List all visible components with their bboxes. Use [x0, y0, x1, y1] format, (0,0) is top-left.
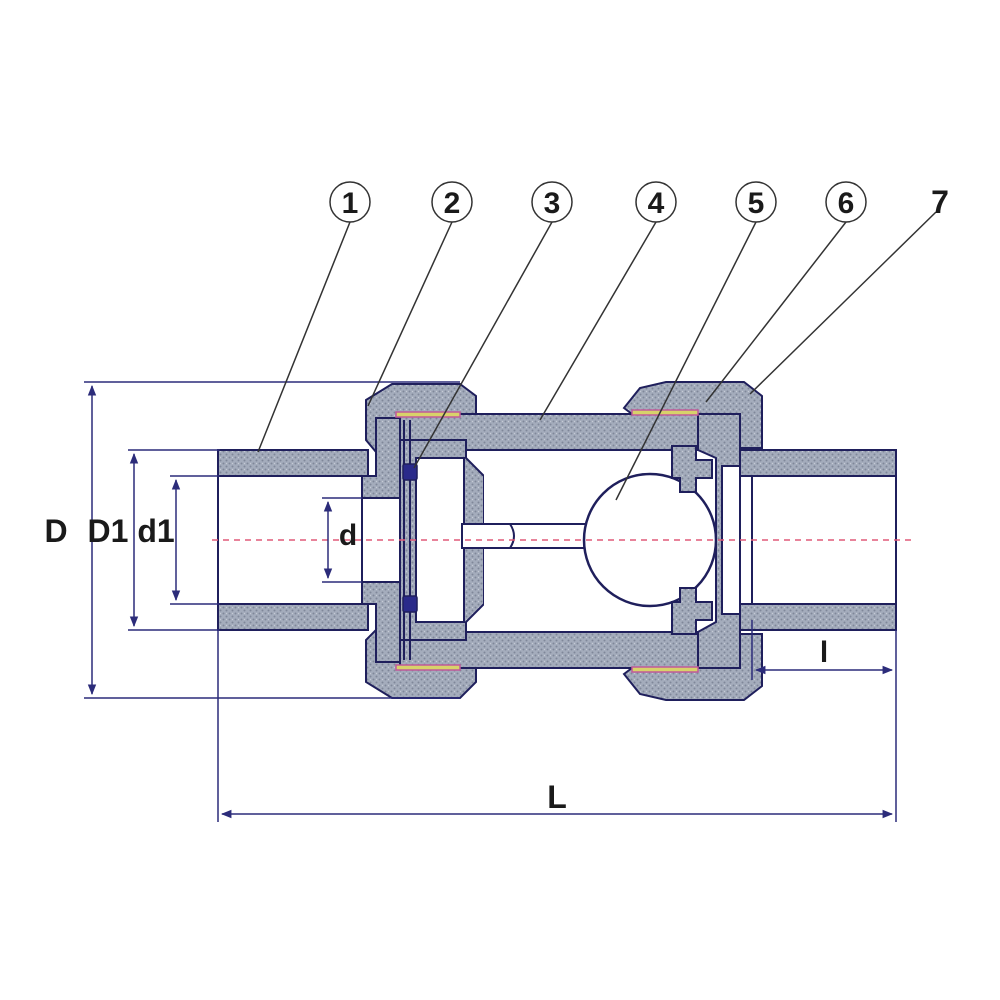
callout-1: 1	[329, 181, 371, 223]
callout-6: 6	[825, 181, 867, 223]
o-ring-top	[402, 463, 418, 481]
callout-circle	[635, 181, 677, 223]
callout-5: 5	[735, 181, 777, 223]
dim-label-d: d	[339, 519, 357, 552]
callout-7: 7	[931, 184, 949, 220]
callout-circle	[825, 181, 867, 223]
leader-lines	[257, 211, 937, 501]
callout-circle	[735, 181, 777, 223]
callout-label: 7	[931, 184, 949, 220]
callout-3: 3	[531, 181, 573, 223]
callout-label: 3	[544, 187, 561, 220]
callout-label: 6	[838, 187, 855, 220]
dim-label-D1: D1	[88, 513, 129, 549]
callout-label: 5	[748, 187, 765, 220]
callout-4: 4	[635, 181, 677, 223]
thread-seals	[395, 409, 699, 673]
ball-stem	[461, 523, 593, 549]
callout-circle	[431, 181, 473, 223]
callout-circle	[531, 181, 573, 223]
dim-label-d1: d1	[137, 513, 174, 549]
dim-label-l: l	[820, 636, 828, 669]
left-end-connector	[217, 449, 369, 631]
callout-label: 1	[342, 187, 359, 220]
dimension-lines	[84, 381, 897, 822]
seat-serration	[671, 445, 713, 635]
callout-label: 4	[648, 187, 665, 220]
callout-circle	[329, 181, 371, 223]
callout-label: 2	[444, 187, 461, 220]
o-ring-bottom	[402, 595, 418, 613]
dim-label-L: L	[547, 779, 567, 815]
callout-2: 2	[431, 181, 473, 223]
dim-label-D: D	[44, 513, 67, 549]
